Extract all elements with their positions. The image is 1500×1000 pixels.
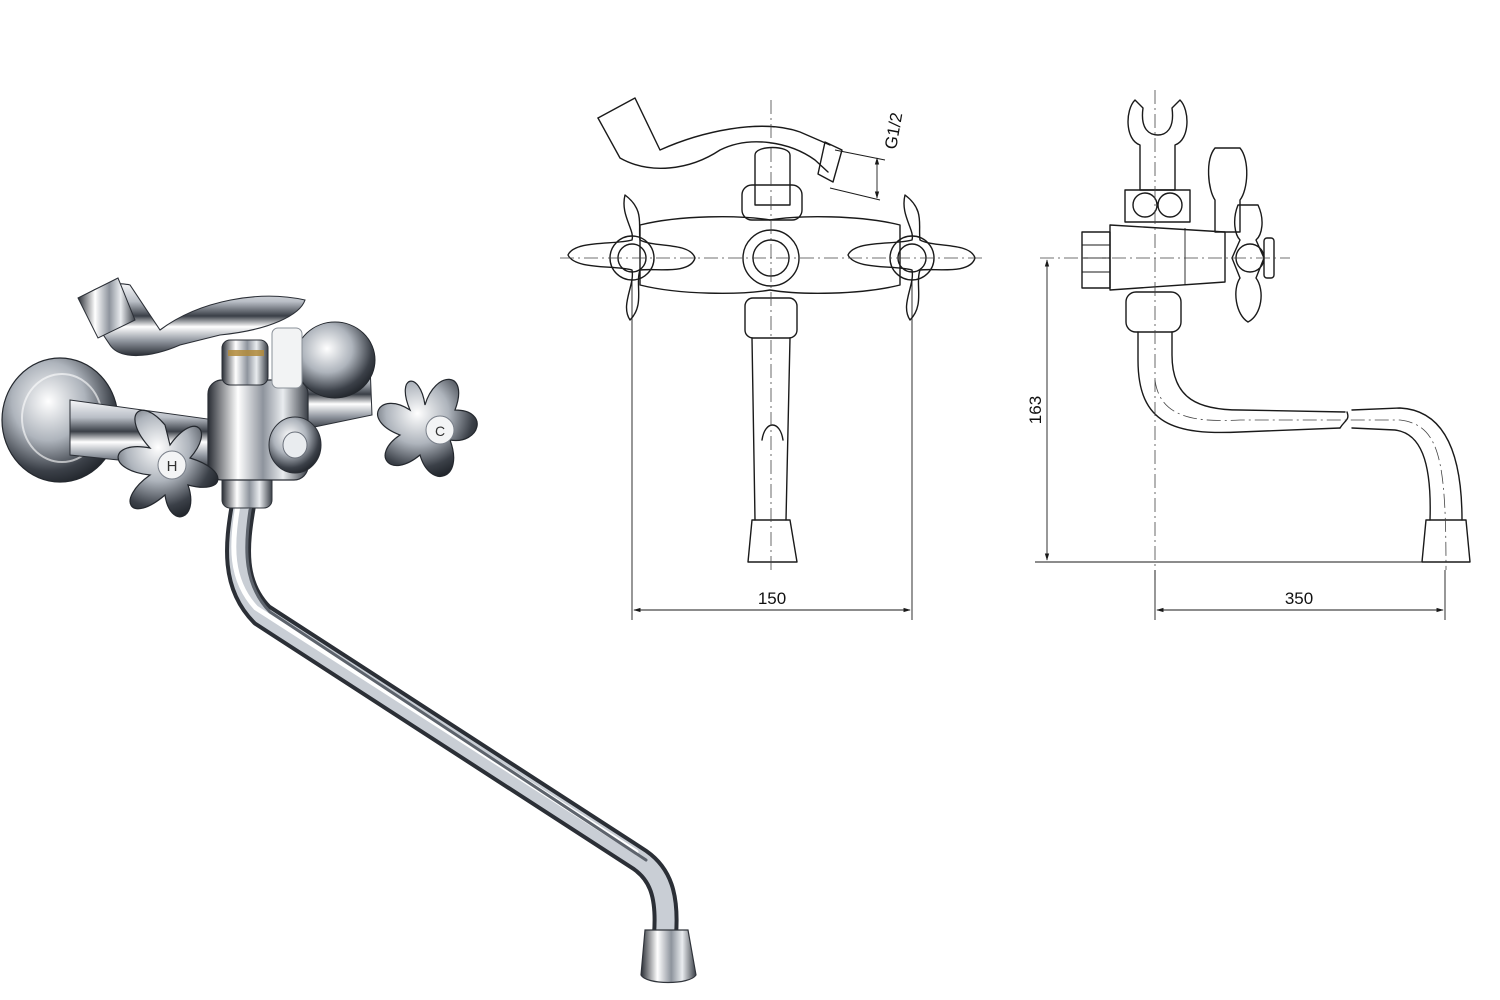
hot-handle: H <box>117 409 219 518</box>
thread-label: G1/2 <box>881 111 906 151</box>
front-left-handle <box>567 194 696 321</box>
hot-marking: H <box>167 458 178 475</box>
width-dimension-label: 150 <box>758 589 786 608</box>
front-shower-holder <box>597 97 831 151</box>
length-dimension-label: 350 <box>1285 589 1313 608</box>
diverter-lever <box>271 327 303 389</box>
cold-marking: C <box>435 423 445 439</box>
faucet-photo: H C <box>1 277 697 984</box>
front-right-handle <box>847 194 976 321</box>
spout <box>225 492 697 984</box>
shower-holder <box>79 283 306 357</box>
side-shower-holder <box>1127 99 1188 191</box>
side-view-drawing: 163 350 <box>1026 90 1471 620</box>
front-view-drawing: 150 G1/2 <box>560 97 985 620</box>
height-dimension-label: 163 <box>1026 396 1045 424</box>
cold-handle: C <box>377 378 478 477</box>
diverter-knob <box>282 431 308 459</box>
